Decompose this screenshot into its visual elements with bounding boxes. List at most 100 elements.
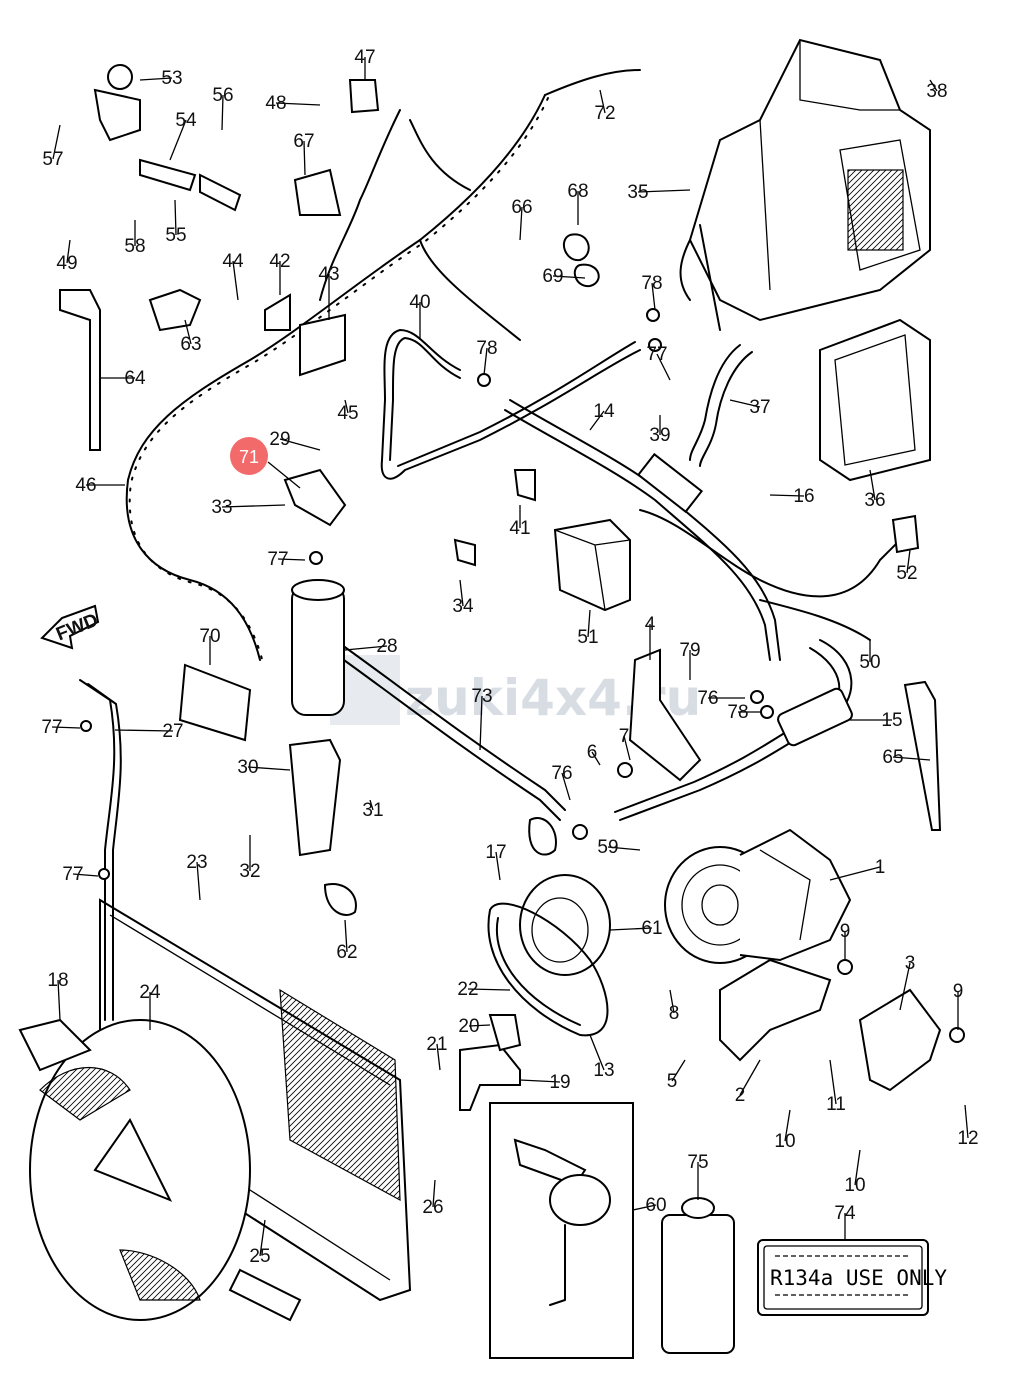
part-number-label: 17 bbox=[485, 842, 506, 863]
leader-line bbox=[277, 558, 306, 561]
leader-line bbox=[57, 979, 61, 1021]
part-number-label: 51 bbox=[577, 627, 598, 648]
leader-line bbox=[829, 1059, 837, 1105]
part-number-label: 55 bbox=[165, 225, 186, 246]
leader-line bbox=[906, 549, 911, 574]
leader-line bbox=[589, 410, 605, 431]
leader-line bbox=[344, 399, 349, 414]
part-number-label: 29 bbox=[269, 429, 290, 450]
part-number-label: 11 bbox=[826, 1094, 846, 1115]
pipe-27 bbox=[79, 679, 122, 1021]
receiver-drier bbox=[291, 579, 345, 716]
leader-lines bbox=[51, 57, 969, 1257]
part-number-label: 33 bbox=[211, 497, 232, 518]
highlight-badge[interactable] bbox=[230, 437, 268, 475]
leader-line bbox=[303, 140, 306, 176]
part-number-label: 27 bbox=[162, 721, 183, 742]
leader-line bbox=[929, 79, 938, 92]
leader-line bbox=[623, 735, 631, 761]
leader-line bbox=[591, 751, 601, 766]
part-number-label: 49 bbox=[56, 253, 77, 274]
label-70 bbox=[178, 663, 252, 742]
highlight-label[interactable]: 71 bbox=[239, 447, 259, 467]
leader-line bbox=[869, 469, 876, 501]
leader-line bbox=[637, 189, 691, 193]
leader-line bbox=[669, 989, 675, 1014]
part-number-label: 58 bbox=[124, 236, 145, 257]
part-number-label: 18 bbox=[47, 970, 68, 991]
bracket-30 bbox=[288, 738, 342, 857]
part-number-label: 32 bbox=[239, 861, 260, 882]
refrigerant-can bbox=[661, 1197, 735, 1354]
leader-line bbox=[479, 695, 483, 751]
leader-line bbox=[459, 579, 464, 607]
fan-shroud bbox=[18, 1018, 302, 1322]
part-number-label: 77 bbox=[267, 549, 288, 570]
leader-line bbox=[519, 1079, 561, 1083]
bracket-3 bbox=[858, 988, 942, 1092]
leader-line bbox=[279, 438, 321, 451]
part-number-label: 24 bbox=[139, 982, 161, 1003]
leader-line bbox=[854, 1149, 861, 1186]
part-number-label: 15 bbox=[881, 710, 902, 731]
part-number-label: 45 bbox=[337, 403, 358, 424]
inset-60 bbox=[489, 1102, 634, 1359]
part-number-label: 77 bbox=[41, 717, 62, 738]
bracket-19 bbox=[459, 1043, 521, 1111]
leader-line bbox=[72, 873, 99, 877]
part-number-label: 65 bbox=[882, 747, 903, 768]
part-number-label: 4 bbox=[645, 614, 656, 635]
leader-line bbox=[432, 1179, 436, 1208]
leader-line bbox=[519, 206, 523, 241]
part-number-label: 48 bbox=[265, 93, 286, 114]
part-number-label: 61 bbox=[641, 918, 662, 939]
part-number-label: 44 bbox=[222, 251, 244, 272]
leader-line bbox=[52, 124, 61, 160]
leader-line bbox=[221, 94, 224, 131]
part-number-label: 36 bbox=[864, 490, 885, 511]
part-number-label: 12 bbox=[957, 1128, 978, 1149]
part-number-label: 16 bbox=[793, 486, 814, 507]
leader-line bbox=[114, 729, 174, 732]
frame-36 bbox=[819, 318, 931, 482]
leader-line bbox=[232, 260, 239, 301]
module-51 bbox=[553, 518, 631, 612]
part-number-label: 72 bbox=[594, 103, 615, 124]
highlight-71[interactable]: 71 bbox=[230, 437, 301, 489]
part-number-label: 6 bbox=[587, 742, 598, 763]
leader-line bbox=[607, 846, 641, 851]
part-number-label: 69 bbox=[542, 266, 563, 287]
leader-line bbox=[587, 609, 591, 638]
part-number-label: 74 bbox=[834, 1203, 856, 1224]
compressor bbox=[664, 828, 852, 964]
part-number-label: 30 bbox=[237, 757, 258, 778]
part-number-label: 50 bbox=[859, 652, 880, 673]
leader-line bbox=[66, 239, 71, 264]
part-number-label: 2 bbox=[735, 1085, 746, 1106]
part-number-label: 34 bbox=[452, 596, 474, 617]
part-number-label: 76 bbox=[551, 763, 572, 784]
part-number-label: 53 bbox=[161, 68, 182, 89]
part-number-label: 35 bbox=[627, 182, 648, 203]
leader-line bbox=[184, 319, 192, 345]
part-number-label: 37 bbox=[749, 397, 770, 418]
leader-line bbox=[467, 988, 511, 991]
part-number-label: 5 bbox=[667, 1071, 678, 1092]
leader-line bbox=[495, 851, 501, 881]
part-number-label: 64 bbox=[124, 368, 146, 389]
leader-line bbox=[221, 504, 286, 508]
part-number-label: 20 bbox=[458, 1016, 479, 1037]
leader-line bbox=[344, 919, 348, 953]
part-number-label: 26 bbox=[422, 1197, 443, 1218]
part-number-label: 78 bbox=[641, 273, 662, 294]
leader-line bbox=[899, 962, 911, 1011]
leader-line bbox=[196, 861, 201, 901]
leader-line bbox=[259, 1219, 266, 1257]
part-number-label: 9 bbox=[840, 921, 851, 942]
part-number-label: 63 bbox=[180, 334, 201, 355]
leader-line bbox=[892, 756, 931, 761]
leader-line bbox=[275, 102, 321, 106]
part-number-label: 66 bbox=[511, 197, 532, 218]
part-number-label: 46 bbox=[75, 475, 96, 496]
